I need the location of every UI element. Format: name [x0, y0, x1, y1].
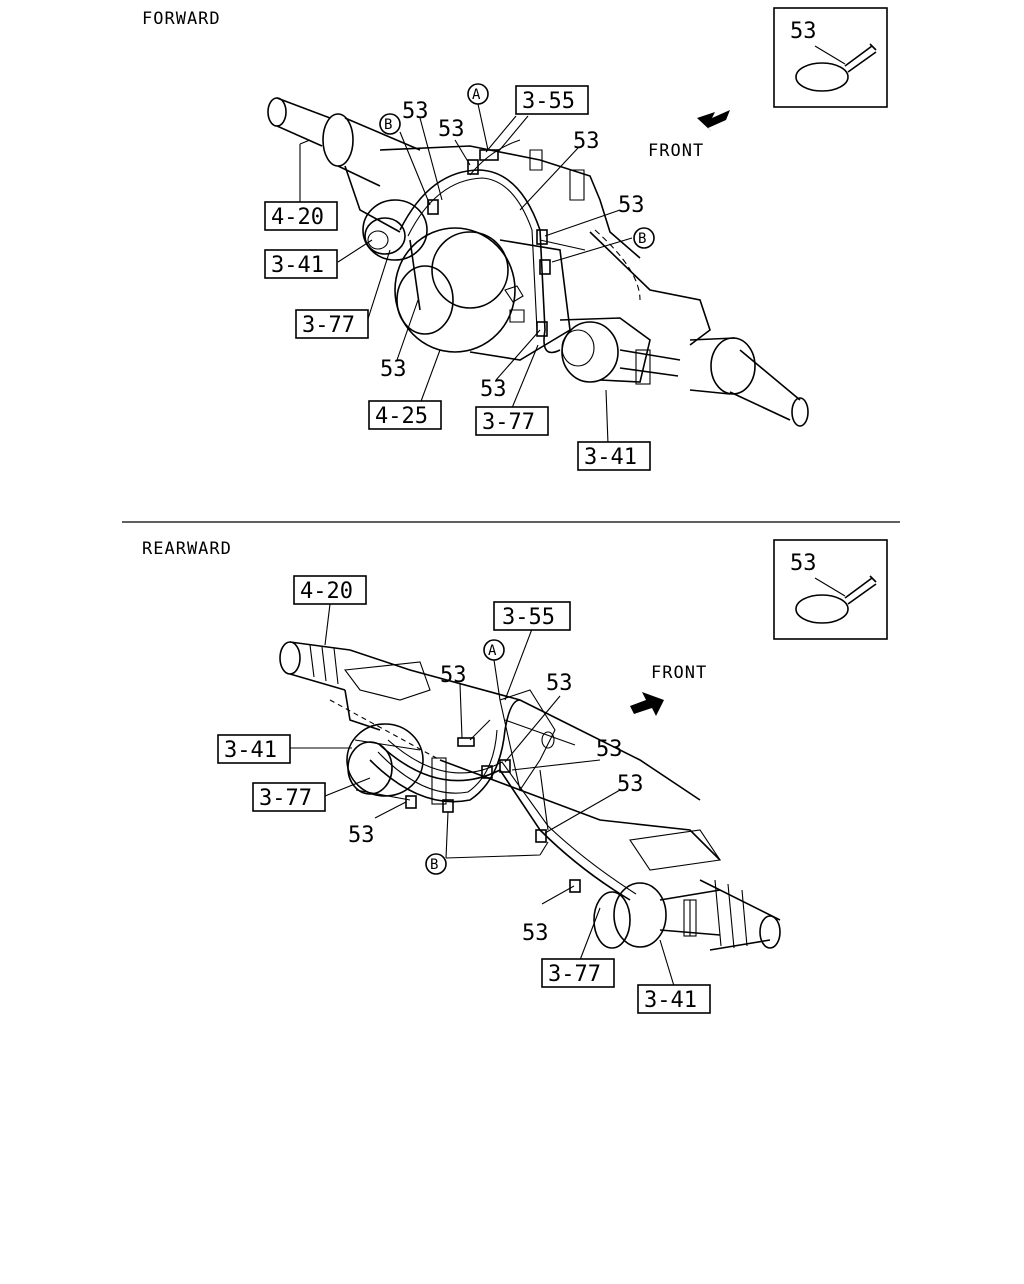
marker-b: B: [430, 857, 438, 873]
callout-3-55: 3-55: [502, 605, 555, 630]
forward-leaders: [299, 103, 633, 445]
forward-title: FORWARD: [142, 9, 221, 29]
callout-3-41-right: 3-41: [644, 988, 697, 1013]
label-53: 53: [522, 921, 549, 946]
rearward-markers: A B: [425, 639, 505, 875]
callout-4-20: 4-20: [271, 205, 324, 230]
forward-markers: A B B: [379, 83, 655, 249]
rearward-part-labels: 53 53 53 53 53 53: [348, 663, 644, 946]
rearward-axle-drawing: [279, 641, 781, 951]
callout-4-25: 4-25: [375, 404, 428, 429]
front-arrow-icon: [697, 110, 730, 132]
callout-3-77-left: 3-77: [302, 313, 355, 338]
clamp-icon: [795, 62, 849, 92]
forward-axle-drawing: [267, 97, 809, 427]
callout-4-20: 4-20: [300, 579, 353, 604]
marker-b: B: [384, 117, 392, 133]
forward-front-label: FRONT: [648, 141, 704, 161]
marker-a: A: [472, 87, 481, 103]
rearward-section: REARWARD 53 FRONT: [142, 539, 888, 1014]
callout-3-77-left: 3-77: [259, 786, 312, 811]
forward-callouts: 4-20 3-41 3-77 4-25 3-77 3-41 3-55: [264, 85, 651, 471]
label-53: 53: [480, 377, 507, 402]
forward-part-labels: 53 53 53 53 53 53: [380, 99, 645, 402]
callout-3-77-right: 3-77: [482, 410, 535, 435]
label-53: 53: [438, 117, 465, 142]
rearward-clamp-inset: 53: [773, 539, 888, 640]
clamp-icon: [795, 594, 849, 624]
forward-section: FORWARD 53 FRONT: [142, 7, 888, 471]
callout-3-55: 3-55: [522, 89, 575, 114]
forward-inset-label: 53: [790, 19, 817, 44]
label-53: 53: [348, 823, 375, 848]
rearward-inset-label: 53: [790, 551, 817, 576]
callout-3-41-left: 3-41: [224, 738, 277, 763]
forward-clamp-inset: 53: [773, 7, 888, 108]
callout-3-77-right: 3-77: [548, 962, 601, 987]
label-53: 53: [440, 663, 467, 688]
label-53: 53: [573, 129, 600, 154]
callout-3-41-left: 3-41: [271, 253, 324, 278]
rearward-leaders: [290, 603, 675, 987]
label-53: 53: [618, 193, 645, 218]
rearward-title: REARWARD: [142, 539, 232, 559]
marker-b: B: [638, 231, 646, 247]
callout-3-41-right: 3-41: [584, 445, 637, 470]
marker-a: A: [488, 643, 497, 659]
label-53: 53: [380, 357, 407, 382]
label-53: 53: [596, 737, 623, 762]
rearward-front-label: FRONT: [651, 663, 707, 683]
label-53: 53: [402, 99, 429, 124]
label-53: 53: [617, 772, 644, 797]
label-53: 53: [546, 671, 573, 696]
rearward-callouts: 4-20 3-55 3-41 3-77 3-77 3-41: [217, 575, 711, 1014]
front-arrow-icon: [630, 692, 664, 716]
